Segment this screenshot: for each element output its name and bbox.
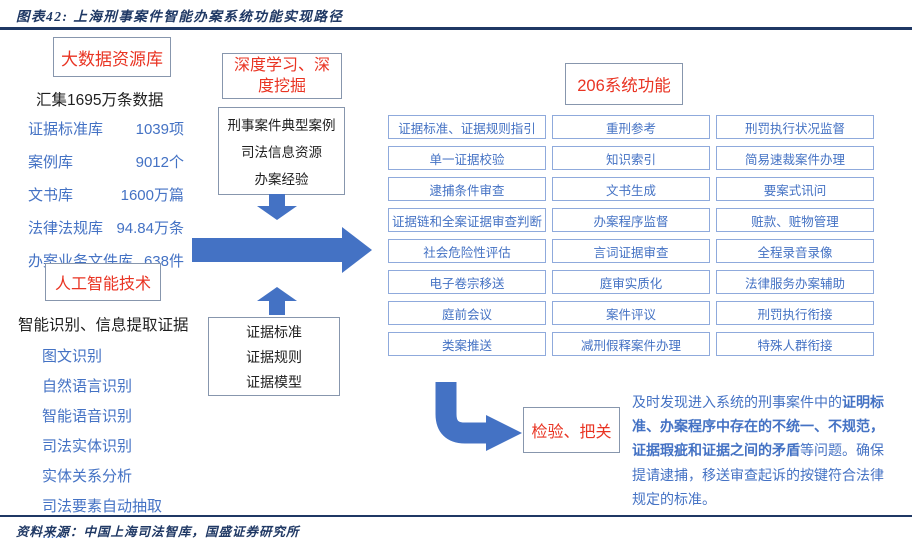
evidence-box-line: 证据规则 <box>246 349 302 365</box>
function-cell: 刑罚执行状况监督 <box>716 115 874 139</box>
function-cell: 重刑参考 <box>552 115 710 139</box>
function-cell: 赃款、赃物管理 <box>716 208 874 232</box>
paragraph-segment: 及时发现进入系统的刑事案件中的 <box>632 394 842 410</box>
bigdata-subtitle: 汇集1695万条数据 <box>36 92 164 109</box>
data-row-value: 9012个 <box>135 154 184 171</box>
data-row-label: 证据标准库 <box>28 121 104 138</box>
evidence-box: 证据标准证据规则证据模型 <box>208 317 340 396</box>
function-cell: 逮捕条件审查 <box>388 177 546 201</box>
data-row-value: 1600万篇 <box>120 187 184 204</box>
deep-learning-box: 深度学习、深度挖掘 <box>222 53 342 99</box>
check-gate-box: 检验、把关 <box>523 407 620 453</box>
function-cell: 类案推送 <box>388 332 546 356</box>
ai-list-item: 实体关系分析 <box>42 468 133 485</box>
function-cell: 法律服务办案辅助 <box>716 270 874 294</box>
function-cell: 电子卷宗移送 <box>388 270 546 294</box>
function-cell: 减刑假释案件办理 <box>552 332 710 356</box>
evidence-box-line: 证据标准 <box>246 324 302 340</box>
data-row: 案例库 9012个 <box>28 151 184 172</box>
data-row: 证据标准库 1039项 <box>28 118 184 139</box>
function-cell: 单一证据校验 <box>388 146 546 170</box>
function-cell: 社会危险性评估 <box>388 239 546 263</box>
function-cell: 证据标准、证据规则指引 <box>388 115 546 139</box>
ai-list-item: 智能语音识别 <box>42 408 133 425</box>
resources-box-line: 司法信息资源 <box>241 145 322 160</box>
flow-arrow-down-icon <box>257 194 297 220</box>
data-row-value: 1039项 <box>135 121 184 138</box>
ai-list-item: 自然语言识别 <box>42 378 133 395</box>
data-row: 文书库 1600万篇 <box>28 184 184 205</box>
function-cell: 言词证据审查 <box>552 239 710 263</box>
top-divider <box>0 27 912 30</box>
data-row: 法律法规库 94.84万条 <box>28 217 184 238</box>
ai-list-item: 司法要素自动抽取 <box>42 498 163 515</box>
paragraph-segment: 证明标准、办案程序中存在的不统一、不规范，证据瑕疵和证据之间的矛盾 <box>632 394 884 459</box>
function-cell: 文书生成 <box>552 177 710 201</box>
function-cell: 案件评议 <box>552 301 710 325</box>
resources-box: 刑事案件典型案例司法信息资源办案经验 <box>218 107 345 195</box>
function-cell: 知识索引 <box>552 146 710 170</box>
figure-title: 图表42: 上海刑事案件智能办案系统功能实现路径 <box>16 9 344 24</box>
function-cell: 特殊人群衔接 <box>716 332 874 356</box>
function-cell: 庭审实质化 <box>552 270 710 294</box>
function-cell: 证据链和全案证据审查判断 <box>388 208 546 232</box>
data-row-label: 文书库 <box>28 187 74 204</box>
ai-list-item: ...... <box>42 525 68 541</box>
flow-arrow-bent-icon <box>435 382 522 451</box>
flow-arrow-right-icon <box>192 227 372 273</box>
function-cell: 要案式讯问 <box>716 177 874 201</box>
ai-list: 图文识别自然语言识别智能语音识别司法实体识别实体关系分析司法要素自动抽取....… <box>42 345 162 541</box>
function-grid: 证据标准、证据规则指引重刑参考刑罚执行状况监督单一证据校验知识索引简易速裁案件办… <box>388 115 874 356</box>
source-note: 资料来源：中国上海司法智库，国盛证券研究所 <box>16 525 300 539</box>
ai-list-item: 图文识别 <box>42 348 103 365</box>
function-cell: 全程录音录像 <box>716 239 874 263</box>
ai-list-item: 司法实体识别 <box>42 438 133 455</box>
resources-box-line: 办案经验 <box>254 172 309 187</box>
paragraph-segment: 等问题。确保提请逮捕，移送审查起诉的按键符合法律规定的标准。 <box>632 442 884 507</box>
data-row-label: 法律法规库 <box>28 220 104 237</box>
ai-header-box: 人工智能技术 <box>45 263 161 301</box>
function-cell: 办案程序监督 <box>552 208 710 232</box>
system-206-header-box: 206系统功能 <box>565 63 683 105</box>
data-row-value: 94.84万条 <box>116 220 184 237</box>
resources-box-line: 刑事案件典型案例 <box>227 118 336 133</box>
function-cell: 简易速裁案件办理 <box>716 146 874 170</box>
bottom-divider <box>0 515 912 517</box>
function-cell: 刑罚执行衔接 <box>716 301 874 325</box>
summary-paragraph: 及时发现进入系统的刑事案件中的证明标准、办案程序中存在的不统一、不规范，证据瑕疵… <box>632 390 894 511</box>
flow-arrow-up-icon <box>257 287 297 315</box>
data-row-label: 案例库 <box>28 154 74 171</box>
function-cell: 庭前会议 <box>388 301 546 325</box>
bigdata-header-box: 大数据资源库 <box>53 37 171 77</box>
ai-subtitle: 智能识别、信息提取证据 <box>18 317 189 334</box>
evidence-box-line: 证据模型 <box>246 374 302 390</box>
